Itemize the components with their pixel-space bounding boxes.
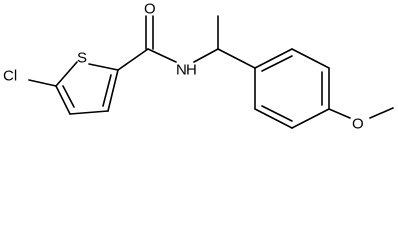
bond-c2-carbonyl — [117, 48, 149, 71]
atom-label-sulfur: S — [77, 50, 87, 67]
bond-s-c5 — [55, 61, 78, 87]
bond-ar5 — [254, 108, 293, 129]
bond-o-methyl — [369, 107, 394, 119]
bond-ar4 — [291, 108, 330, 129]
atom-label-nitrogen: N — [176, 62, 187, 79]
bond-c5-cl — [28, 79, 57, 87]
atom-label-oxygen-carbonyl: O — [144, 1, 156, 18]
bond-ar5-inner — [261, 105, 293, 122]
bond-c2-c3 — [107, 69, 119, 112]
atom-label-chlorine: Cl — [3, 68, 17, 85]
bond-s-c2 — [88, 63, 119, 71]
bond-ar2 — [291, 48, 330, 69]
atom-label-hydrogen: H — [186, 62, 197, 79]
bond-n-ch — [193, 48, 219, 63]
bond-ar1-inner — [261, 55, 293, 72]
benzene-ring — [254, 48, 330, 129]
thiophene-ring — [55, 61, 119, 115]
bond-c2-c3-inner — [102, 74, 112, 107]
bond-ar-o — [328, 108, 351, 119]
bond-c3-c4 — [69, 110, 109, 115]
bond-c4-c5-inner — [62, 85, 75, 108]
amide-group — [117, 15, 177, 71]
bond-c4-c5 — [55, 85, 71, 115]
bond-carbonyl-n — [147, 48, 177, 63]
bond-ar1 — [254, 48, 293, 69]
atom-label-oxygen-methoxy: O — [352, 116, 364, 133]
bond-ch-phenyl — [217, 48, 256, 69]
chemical-structure: Cl S O N H O — [3, 1, 394, 133]
